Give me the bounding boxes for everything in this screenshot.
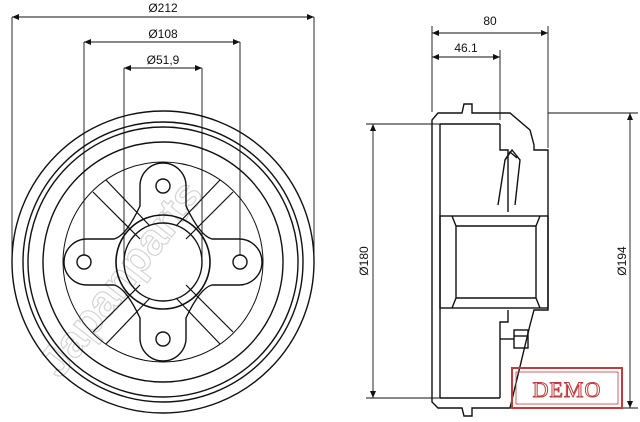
- dimension-inner-diameter-label: Ø180: [357, 246, 371, 276]
- front-view: [11, 110, 315, 414]
- drum-rim-ring-3: [27, 126, 299, 398]
- hub-inner-bore: [451, 215, 541, 309]
- hub-spokes: [92, 179, 234, 345]
- dimension-hub-height-label: 46.1: [454, 41, 478, 55]
- bolt-hole-right: [232, 254, 248, 270]
- front-view-dimensions: [11, 14, 315, 262]
- dimension-outer-diameter-label: Ø212: [148, 1, 178, 15]
- hub-cylinder: [439, 215, 549, 309]
- drum-braking-surface: [42, 141, 284, 383]
- demo-stamp: DEMO: [511, 367, 623, 409]
- bolt-hole-left: [76, 254, 92, 270]
- demo-stamp-text: DEMO: [533, 377, 602, 402]
- drum-rim-ring-2: [22, 121, 304, 403]
- drum-web: [499, 124, 509, 398]
- hub-flange-outline: [62, 161, 264, 363]
- drum-shell-outline: [431, 103, 549, 417]
- bolt-hole-bottom: [155, 331, 171, 347]
- dimension-outer-rim-label: Ø194: [615, 246, 629, 276]
- dimension-total-height-label: 80: [483, 14, 497, 28]
- side-view: [431, 103, 549, 417]
- bolt-hole-top: [155, 178, 171, 194]
- stud-detail: [500, 329, 529, 349]
- dimension-bolt-circle-label: Ø108: [148, 27, 178, 41]
- dimension-center-bore-label: Ø51,9: [147, 53, 180, 67]
- side-view-dimensions: [366, 26, 638, 409]
- center-bore-outer: [115, 214, 211, 310]
- hub-cross-outline: [63, 162, 263, 362]
- lip-detail-top: [497, 148, 521, 206]
